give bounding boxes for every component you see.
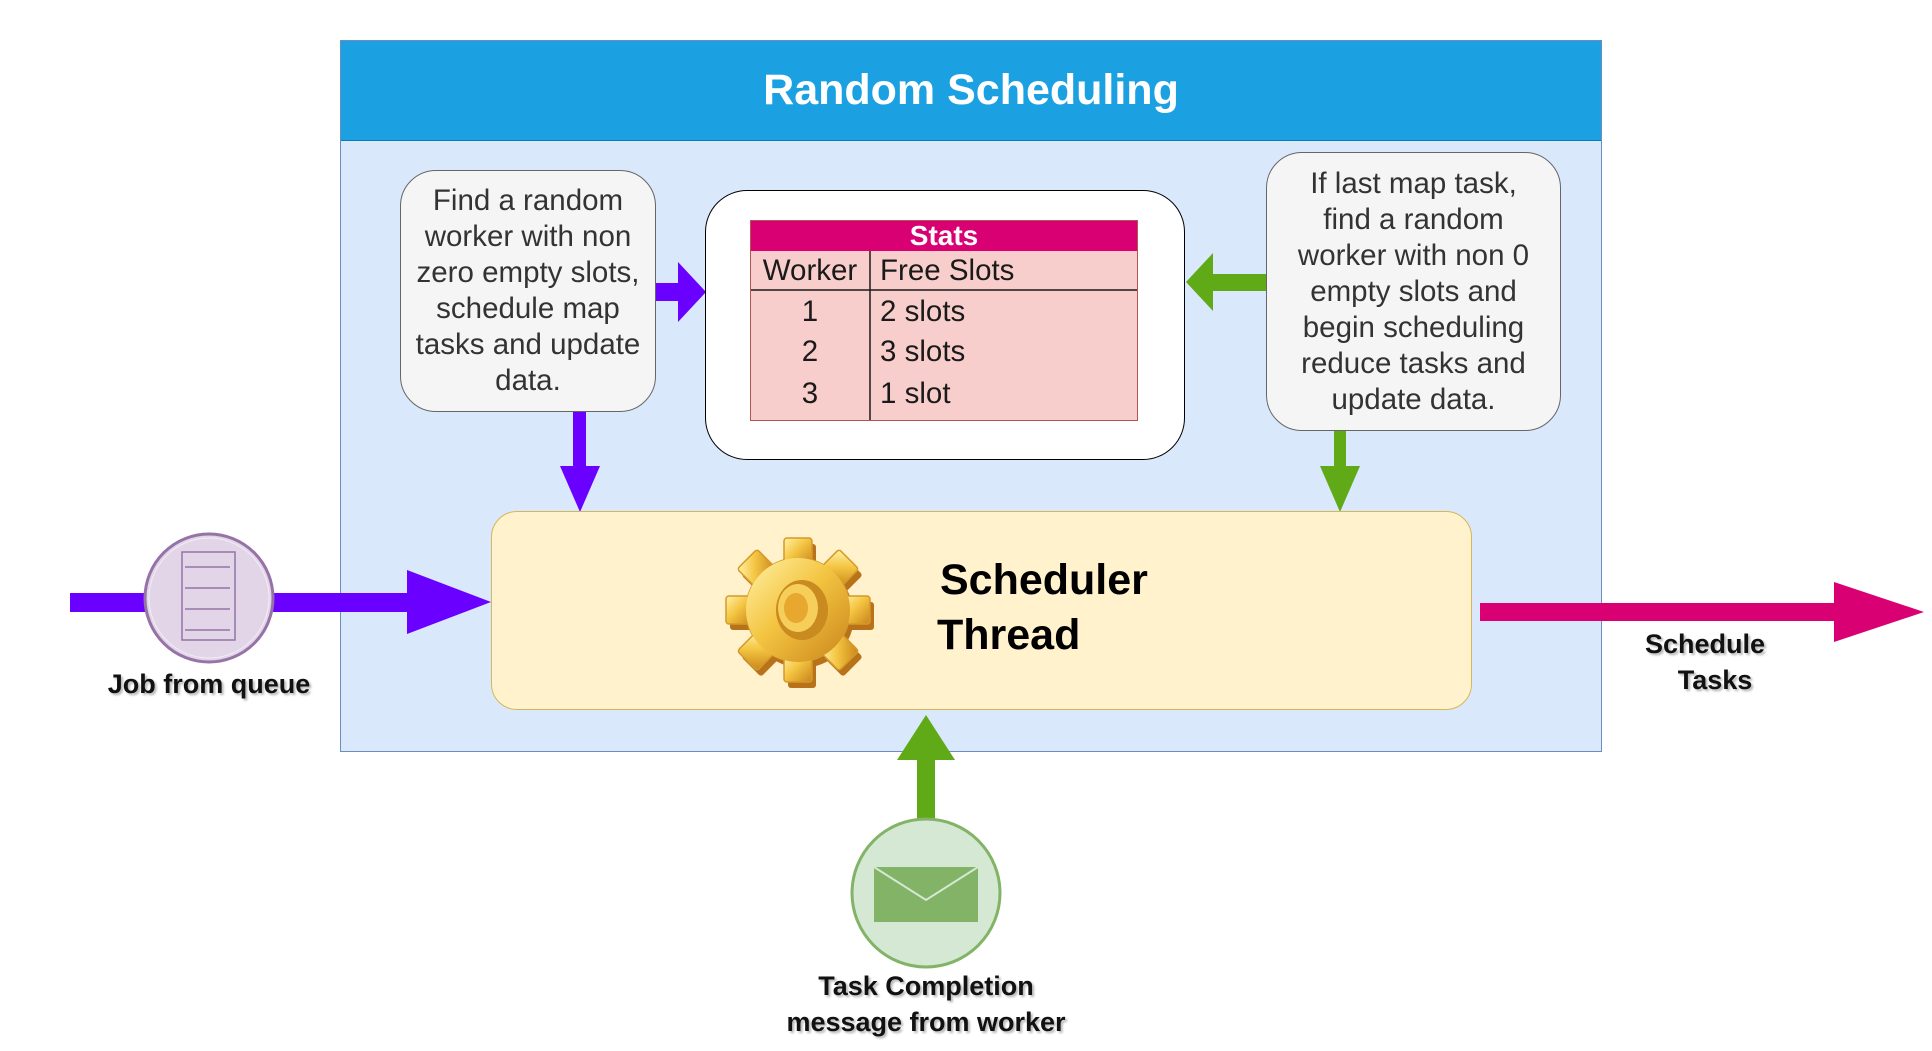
output-arrow <box>1480 582 1924 642</box>
note-schedule-reduce-tasks: If last map task, find a random worker w… <box>1266 152 1561 431</box>
document-icon <box>181 551 236 641</box>
stats-header-free-slots: Free Slots <box>880 254 1015 287</box>
stats-row-2-worker: 2 <box>801 335 819 368</box>
stats-title: Stats <box>751 221 1137 251</box>
stats-row-2-slots: 3 slots <box>880 335 966 368</box>
note-right-to-stats-arrow <box>1186 253 1267 311</box>
schedule-tasks-label-line1: Schedule <box>1644 629 1766 659</box>
scheduler-thread-box <box>491 511 1472 710</box>
diagram-title: Random Scheduling <box>341 41 1601 141</box>
scheduler-label-line1: Scheduler <box>940 556 1148 604</box>
note-left-down-arrow <box>560 412 600 512</box>
stats-header-worker: Worker <box>762 254 858 287</box>
task-completion-label-line1: Task Completion <box>818 971 1034 1001</box>
schedule-tasks-label-line2: Tasks <box>1677 665 1753 695</box>
stats-table <box>750 220 1138 421</box>
stats-row-3-slots: 1 slot <box>880 377 951 410</box>
job-queue-node <box>143 532 275 664</box>
gear-icon <box>725 537 874 688</box>
job-from-queue-label: Job from queue <box>107 669 311 699</box>
task-completion-node <box>850 817 1002 969</box>
note-right-down-arrow <box>1320 431 1360 512</box>
stats-row-1-slots: 2 slots <box>880 295 966 328</box>
scheduler-label-line2: Thread <box>937 611 1081 659</box>
note-schedule-map-tasks: Find a random worker with non zero empty… <box>400 170 656 412</box>
note-left-to-stats-arrow <box>655 262 706 322</box>
note-right-text: If last map task, find a random worker w… <box>1297 166 1530 416</box>
stats-row-3-worker: 3 <box>801 377 819 410</box>
stats-row-1-worker: 1 <box>801 295 819 328</box>
note-left-text: Find a random worker with non zero empty… <box>415 184 641 397</box>
message-up-arrow <box>897 715 955 824</box>
task-completion-label-line2: message from worker <box>786 1007 1066 1037</box>
envelope-icon <box>873 866 979 922</box>
